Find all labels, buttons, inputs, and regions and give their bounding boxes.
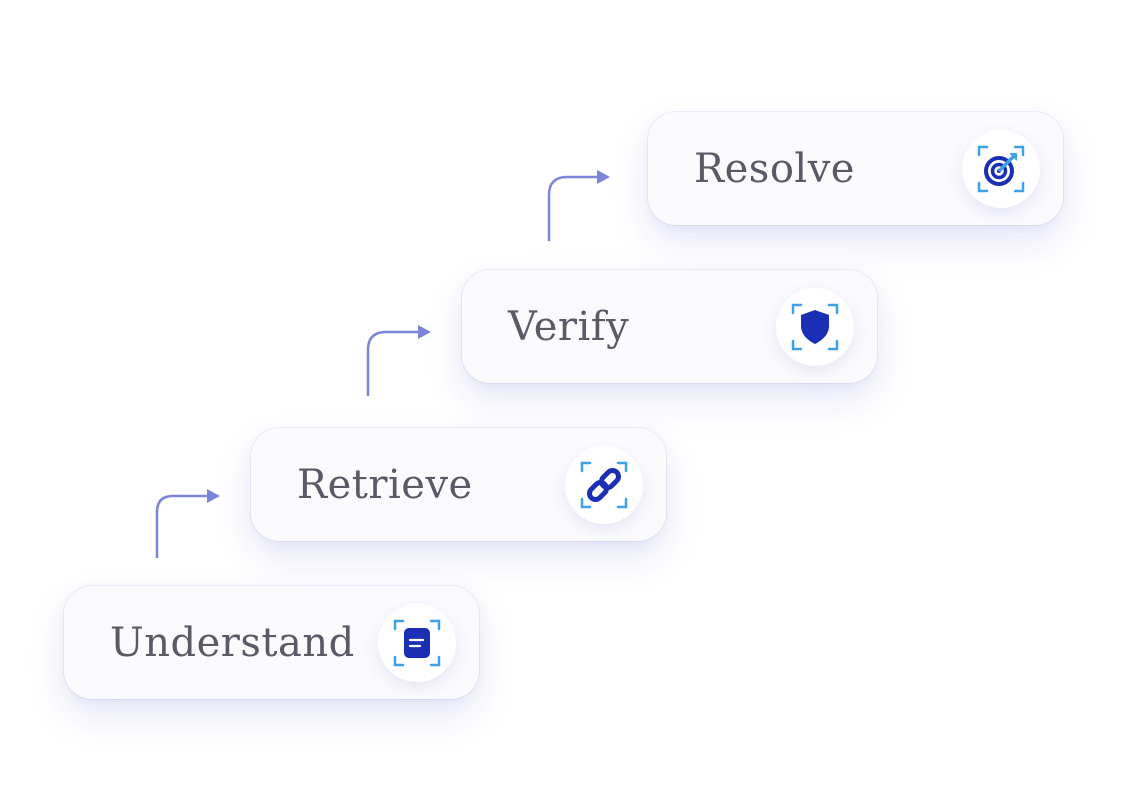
step-card-resolve: Resolve [648, 112, 1063, 225]
connector-arrow-1 [155, 489, 220, 558]
target-icon [977, 145, 1025, 192]
link-icon [580, 461, 628, 508]
step-label: Understand [110, 619, 355, 666]
step-card-understand: Understand [64, 586, 479, 699]
icon-badge [565, 445, 643, 524]
step-card-retrieve: Retrieve [251, 428, 666, 541]
icon-badge [962, 129, 1040, 208]
connector-arrow-2 [366, 325, 431, 396]
icon-badge [776, 287, 854, 366]
shield-icon [791, 303, 839, 350]
icon-badge [378, 603, 456, 682]
connector-arrow-3 [547, 170, 610, 241]
document-icon [393, 619, 441, 666]
step-card-verify: Verify [462, 270, 877, 383]
step-label: Retrieve [297, 461, 473, 508]
step-label: Resolve [694, 145, 855, 192]
step-label: Verify [508, 303, 630, 350]
